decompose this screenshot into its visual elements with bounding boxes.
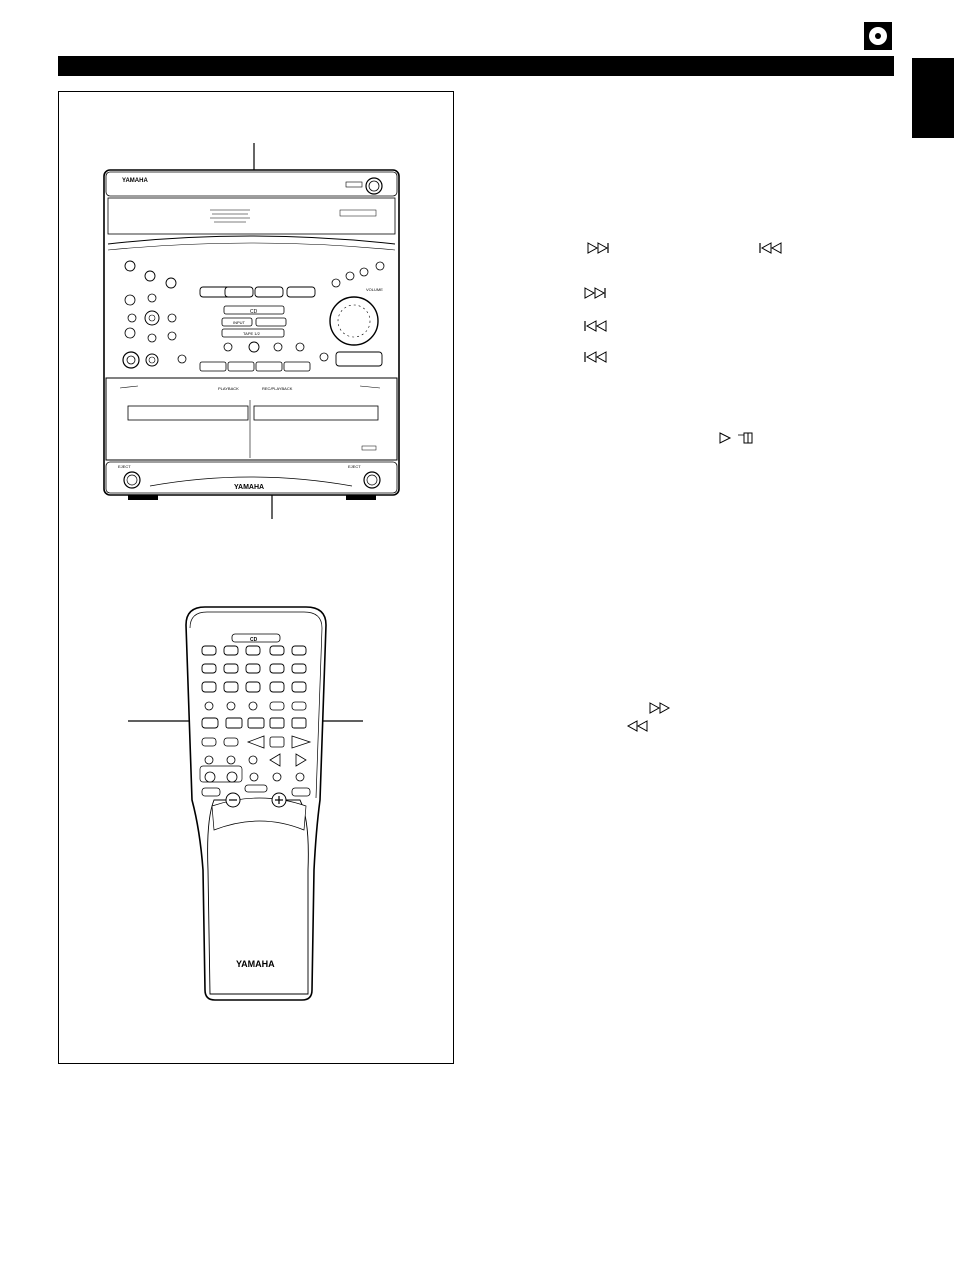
section-title-bar — [58, 56, 894, 76]
svg-text:EJECT: EJECT — [118, 464, 131, 469]
remote-disc-skip-button — [201, 717, 219, 729]
unit-skip-forward-button — [286, 286, 316, 298]
remote-play-pause-button — [291, 717, 307, 729]
unit-brand-bottom: YAMAHA — [234, 484, 264, 491]
remote-skip-forward-button — [247, 717, 265, 729]
svg-text:REC/PLAYBACK: REC/PLAYBACK — [262, 386, 293, 391]
remote-skip-back-button — [225, 717, 243, 729]
remote-stop-button — [269, 717, 285, 729]
unit-status-display — [335, 351, 383, 367]
svg-text:CD: CD — [250, 309, 258, 315]
skip-back-icon — [584, 351, 607, 363]
skip-back-icon — [584, 320, 607, 332]
compact-disc-icon — [864, 22, 892, 50]
remote-function-row — [201, 681, 307, 693]
figure-frame — [58, 91, 454, 1064]
unit-tape-select — [221, 328, 285, 338]
remote-brand: YAMAHA — [236, 959, 275, 969]
skip-forward-icon — [584, 287, 606, 299]
search-back-icon — [626, 720, 648, 732]
svg-text:CD: CD — [250, 637, 258, 643]
unit-brand-top: YAMAHA — [122, 178, 148, 184]
skip-forward-icon — [587, 242, 609, 254]
svg-text:TAPE 1/2: TAPE 1/2 — [243, 331, 261, 336]
search-forward-icon — [649, 702, 671, 714]
remote-number-row-bottom — [201, 663, 307, 674]
svg-text:INPUT: INPUT — [233, 320, 246, 325]
unit-stop-button — [224, 286, 254, 298]
svg-text:PLAYBACK: PLAYBACK — [218, 386, 239, 391]
chapter-tab — [912, 58, 954, 138]
unit-display-cd — [223, 305, 285, 315]
remote-number-row-top — [201, 645, 307, 656]
svg-text:VOLUME: VOLUME — [366, 287, 383, 292]
svg-text:EJECT: EJECT — [348, 464, 361, 469]
skip-back-icon — [759, 242, 782, 254]
play-pause-icon — [719, 432, 753, 444]
unit-play-pause-button — [254, 286, 284, 298]
